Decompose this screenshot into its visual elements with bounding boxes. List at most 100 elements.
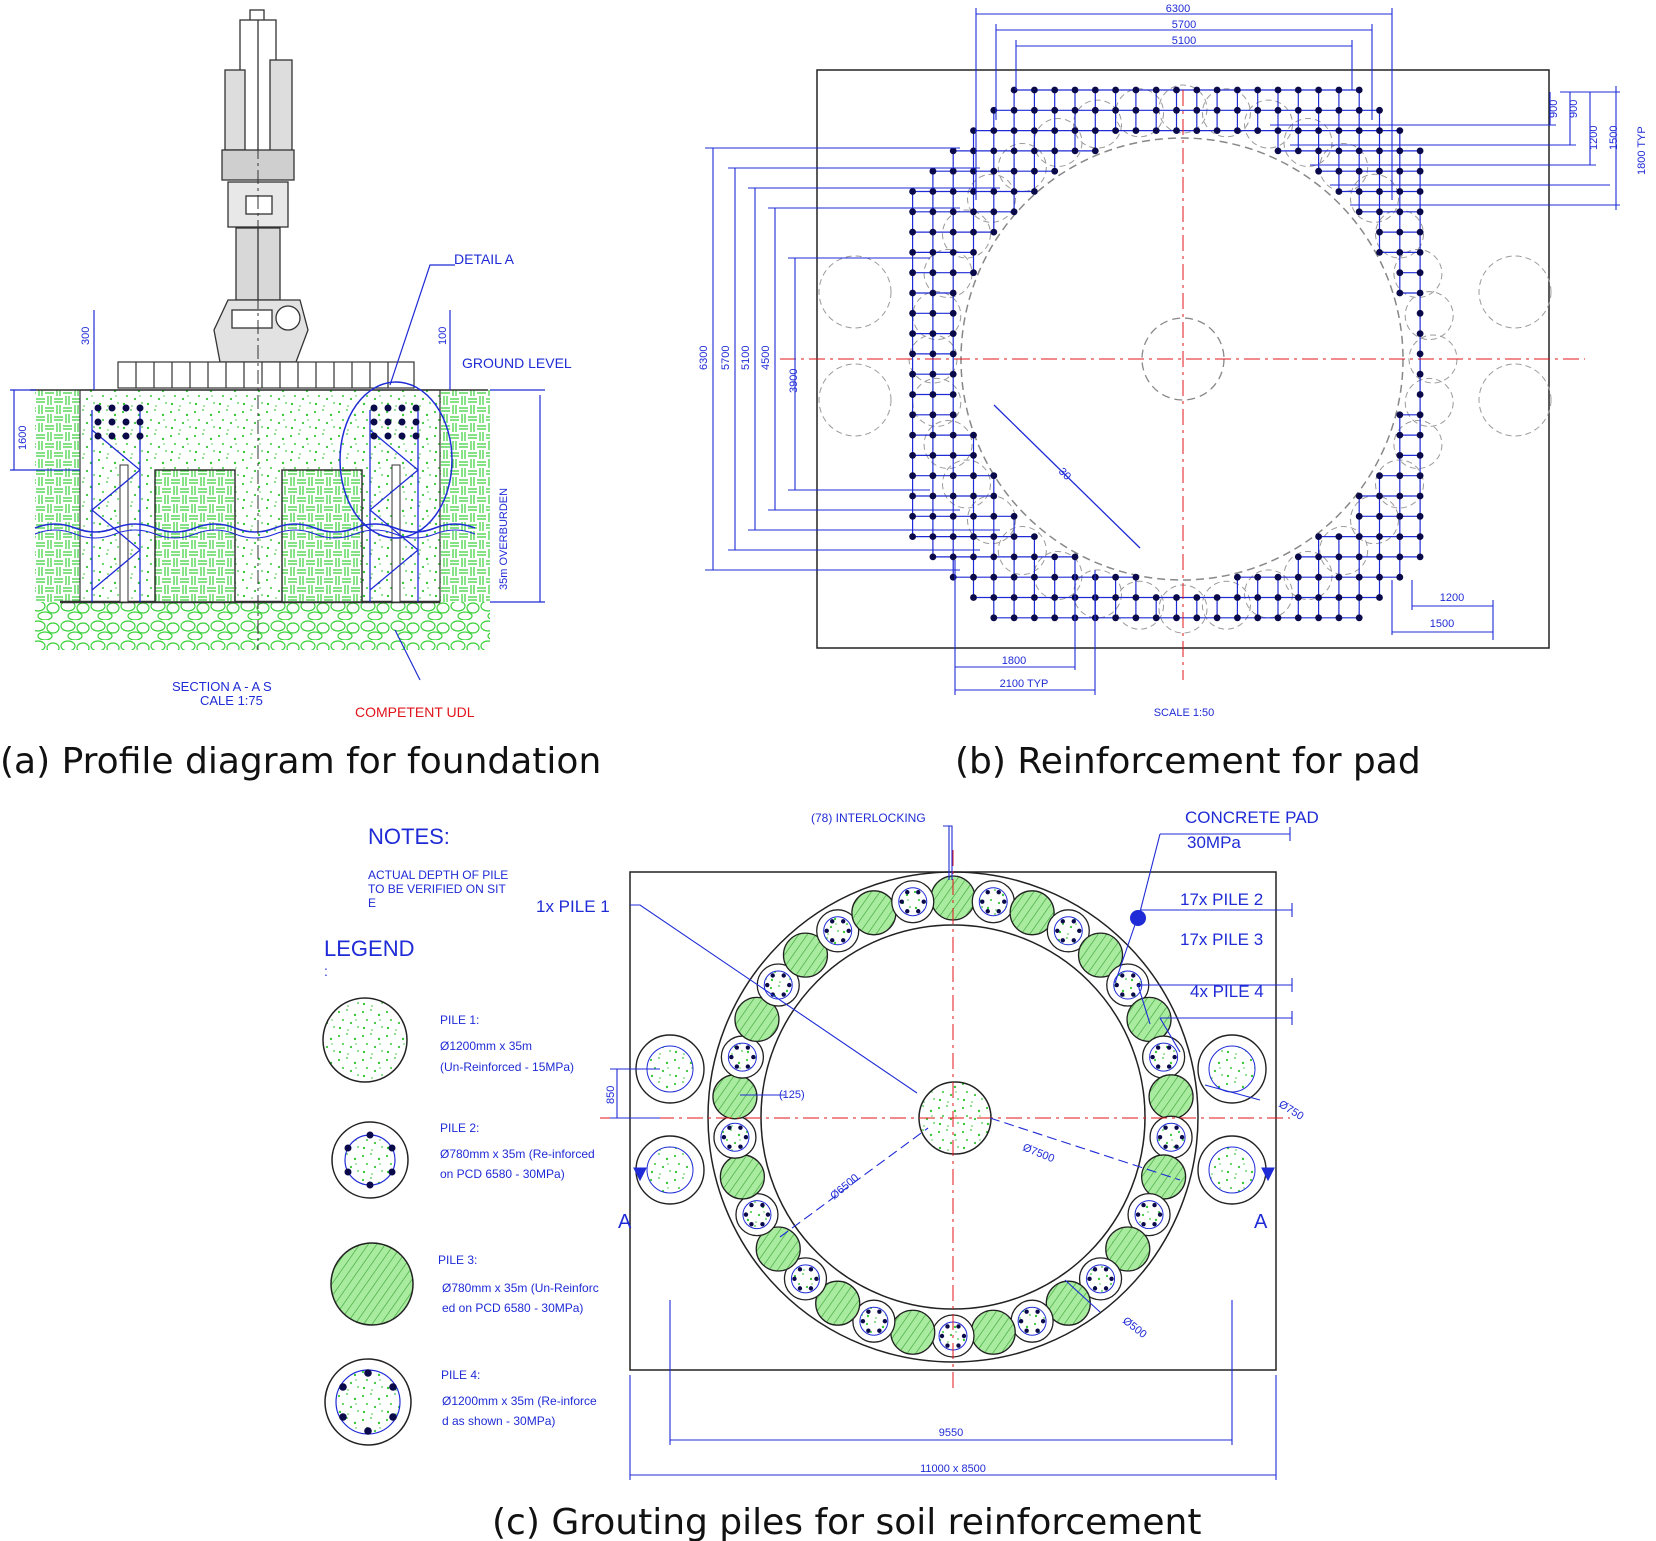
rebar-node <box>1091 106 1099 114</box>
rebar-node <box>970 249 977 256</box>
legend-3-name: PILE 3: <box>438 1253 477 1267</box>
pile-2-bar <box>1060 938 1065 943</box>
rebar-node <box>1335 147 1343 155</box>
rebar-node <box>949 208 957 216</box>
pile-2-bar <box>738 1125 743 1130</box>
notes-line-3: E <box>368 896 376 910</box>
pile-2-bar <box>1163 1125 1168 1130</box>
rebar-node <box>1396 147 1404 155</box>
pile-2-bar <box>866 1309 871 1314</box>
rebar-node <box>929 431 937 439</box>
caption-b: (b) Reinforcement for pad <box>955 741 1421 782</box>
dim-right-3: 1500 <box>1608 126 1620 150</box>
dim-top-0: 6300 <box>1166 3 1190 15</box>
rebar-node <box>929 249 937 256</box>
pile-2-bar <box>1109 1276 1114 1282</box>
rebar-node <box>1376 573 1383 581</box>
pile-2-bar <box>808 1286 814 1291</box>
pile-2-bar <box>1055 928 1060 934</box>
rebar-node <box>990 208 998 216</box>
rebar-node <box>1376 127 1383 134</box>
rebar-node <box>929 269 937 277</box>
b-right-dims <box>1270 86 1620 210</box>
rebar-node <box>1031 188 1038 195</box>
pile-2-cage <box>1086 1264 1116 1294</box>
count-pile-3: 17x PILE 3 <box>1180 930 1263 949</box>
legend-3-line2: ed on PCD 6580 - 30MPa) <box>442 1301 583 1315</box>
rebar-node <box>1051 167 1059 175</box>
rebar-node <box>1416 147 1424 155</box>
dim-100: 100 <box>437 327 449 345</box>
rebar-node <box>1396 249 1404 256</box>
pile-2-cage <box>823 916 853 946</box>
rebar-node <box>1396 208 1404 216</box>
rebar-node <box>1254 127 1262 134</box>
rebar-node <box>1416 391 1424 398</box>
concrete-pad-marker <box>1130 910 1146 926</box>
dashed-pile <box>1201 580 1251 630</box>
pile-2-bar <box>797 1286 803 1291</box>
pile-2-bar <box>1103 1267 1109 1272</box>
dim-left-4: 3900 <box>788 369 800 393</box>
pile-2-bar <box>1150 1054 1155 1060</box>
rebar-node <box>1355 167 1363 175</box>
rebar-node <box>1010 512 1018 520</box>
rebar-node <box>1132 86 1140 94</box>
rebar-node <box>1376 492 1383 500</box>
rebar-node <box>949 188 957 195</box>
rebar-node <box>1274 127 1282 134</box>
pile-3 <box>970 1309 1016 1355</box>
dim-right-2: 1200 <box>1588 126 1600 150</box>
rebar-node <box>1051 594 1059 601</box>
rebar-node <box>990 472 998 480</box>
legend-title: LEGEND <box>324 936 414 961</box>
section-mark-left: A <box>618 1211 632 1233</box>
dim-left-2: 5100 <box>740 346 752 370</box>
pile-2-bar <box>1166 1045 1172 1050</box>
legend-4-line2: d as shown - 30MPa) <box>442 1414 555 1428</box>
rebar-node <box>1416 492 1424 500</box>
rebar-node <box>1234 614 1241 622</box>
pile-2-bar <box>945 1324 950 1329</box>
pile-2-bar <box>1024 1328 1029 1333</box>
dashed-pile <box>1393 420 1443 470</box>
rebar-node <box>1274 86 1282 94</box>
dashed-pile <box>941 459 991 509</box>
rebar-node <box>929 188 937 195</box>
pile-2-bar <box>770 973 775 978</box>
pile-2-bar <box>921 899 926 904</box>
rebar-node <box>970 492 977 500</box>
rebar-node <box>1315 553 1322 561</box>
legend-2-line2: on PCD 6580 - 30MPa) <box>440 1167 565 1181</box>
rebar-node <box>949 391 957 398</box>
rebar-node <box>1416 553 1424 561</box>
rebar-node <box>1234 86 1241 94</box>
rebar-node <box>1173 106 1180 114</box>
rebar-node <box>909 492 916 500</box>
pile-2-bar <box>1131 992 1136 997</box>
b-bottom-dims <box>954 560 1494 695</box>
rebar-node <box>949 452 957 459</box>
pile-2-bar <box>1018 1319 1024 1324</box>
pile-2-bar <box>1103 1286 1109 1291</box>
pile-2-bar <box>1035 1309 1040 1314</box>
rebar-node <box>1396 269 1404 277</box>
rebar-node <box>970 127 977 134</box>
rebar-node <box>1416 249 1424 256</box>
rebar-node <box>970 147 977 155</box>
rebar-node <box>1031 167 1038 175</box>
pile-2-bar <box>1087 1276 1092 1282</box>
rebar-node <box>949 249 957 256</box>
rebar-node <box>1315 86 1322 94</box>
pile-2-bar <box>745 1064 751 1069</box>
pile-2-bar <box>1120 973 1125 978</box>
rebar-node <box>1315 533 1322 540</box>
pile-2-bar <box>939 1333 945 1339</box>
dashed-pile <box>997 526 1047 576</box>
pile-2-cage <box>742 1200 772 1230</box>
rebar-node <box>1213 86 1221 94</box>
rebar-node <box>1031 553 1038 561</box>
rebar-node <box>990 167 998 175</box>
rebar-node <box>949 573 957 581</box>
dim-bottom-left-0: 1800 <box>1002 655 1026 667</box>
